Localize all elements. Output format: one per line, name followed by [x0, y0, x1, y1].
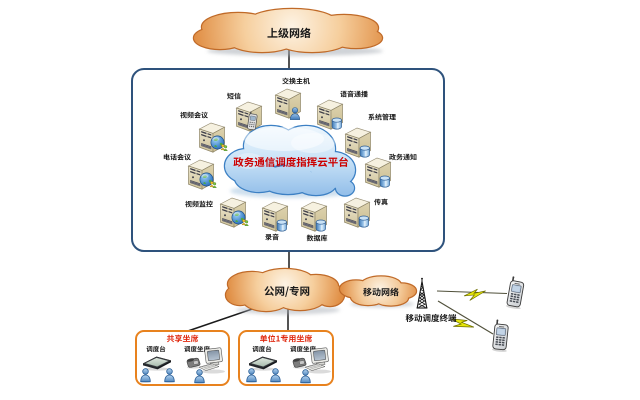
cloud-shape: [224, 267, 346, 313]
desk-phone-icon: [292, 357, 307, 370]
mobile-handset-icon-1: [505, 275, 527, 311]
public-network-cloud: [224, 267, 346, 315]
lightning-bolt-1: [463, 287, 487, 303]
antenna-tower-icon: [416, 277, 428, 309]
cyl-badge-icon: [331, 117, 342, 130]
cyl-badge-icon: [276, 219, 287, 232]
glyph: [405, 313, 414, 322]
glyph: [278, 27, 289, 39]
cloud-lobe: [330, 28, 382, 48]
cyl-badge-icon: [359, 145, 370, 158]
top-network-cloud: [192, 7, 384, 56]
cloud-lobe: [296, 173, 336, 195]
cloud-lobe: [336, 180, 354, 196]
cyl-badge-icon: [315, 219, 326, 232]
mobile-handset-icon-2: [491, 318, 511, 353]
cyl-badge-icon: [379, 175, 390, 188]
glyph: [300, 27, 311, 39]
glyph: [439, 313, 448, 322]
cloud-shape: [338, 275, 418, 307]
cloud-shape: [192, 7, 384, 54]
radio-link-2: [437, 300, 494, 335]
desk-phone-icon: [186, 357, 201, 370]
seat-group-layer: [135, 330, 334, 386]
glyph: [431, 313, 440, 322]
glyph: [390, 287, 399, 297]
seat-group: [238, 330, 334, 386]
cloud-highlight: [291, 133, 335, 153]
cloud-highlight: [244, 127, 324, 151]
glyph: [289, 77, 296, 85]
glyph: [414, 314, 423, 322]
mobile-network-cloud: [338, 275, 418, 308]
mobile-terminal-label: [405, 313, 457, 322]
seat-group: [135, 330, 230, 386]
glyph: [422, 314, 431, 322]
cloud-lobe: [316, 284, 344, 306]
cyl-badge-icon: [358, 215, 369, 228]
